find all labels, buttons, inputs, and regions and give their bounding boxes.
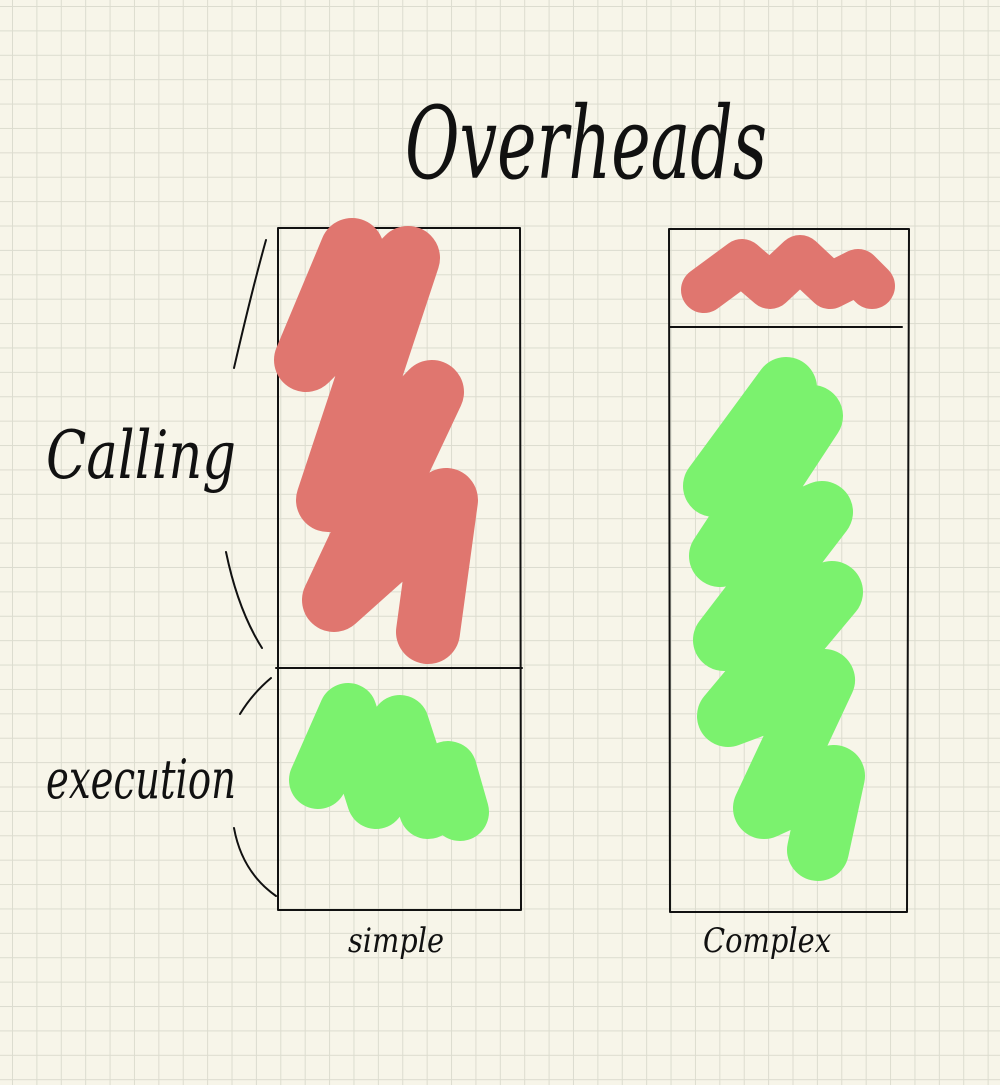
simple-caption: simple [348, 921, 444, 961]
simple-column [274, 218, 523, 911]
complex-calling-overhead [681, 235, 895, 313]
execution-brace [233, 677, 277, 897]
diagram-title: Overheads [405, 85, 767, 202]
complex-column [668, 228, 910, 913]
calling-brace [225, 239, 267, 649]
complex-caption: Complex [703, 921, 831, 961]
simple-calling-overhead [274, 218, 478, 664]
calling-label: Calling [46, 417, 236, 494]
complex-execution-time [683, 357, 865, 881]
simple-execution-time [289, 683, 489, 841]
execution-label: execution [46, 748, 236, 811]
